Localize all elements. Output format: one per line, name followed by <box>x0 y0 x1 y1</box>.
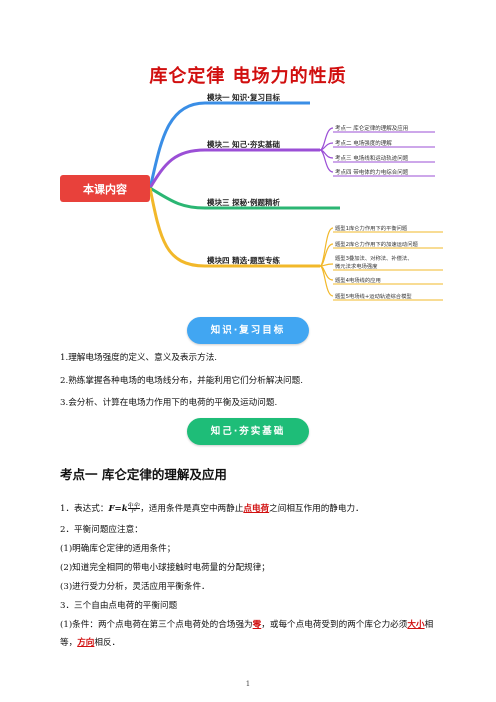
mindmap-type-3a: 题型3叠加法、对称法、补偿法、 <box>335 254 413 262</box>
mindmap-module-4: 模块四 精选·题型专练 <box>207 255 280 265</box>
section-pill-foundation: 知己·夯实基础 <box>187 418 309 445</box>
mindmap-type-1: 题型1库仑力作用下的平衡问题 <box>335 224 408 232</box>
mindmap-center-box <box>60 175 150 202</box>
mindmap-point-1: 考点一 库仑定律的理解及应用 <box>335 124 408 132</box>
body-line-8: 等，方向相反． <box>60 638 121 648</box>
goal-3: 3.会分析、计算在电场力作用下的电荷的平衡及运动问题. <box>60 398 278 408</box>
page-number: 1 <box>245 680 251 688</box>
mindmap-center-label: 本课内容 <box>83 182 127 196</box>
goal-2: 2.熟练掌握各种电场的电场线分布，并能利用它们分析解决问题. <box>60 376 303 386</box>
branch-module4 <box>148 187 320 268</box>
mindmap-point-4: 考点四 带电体的力电综合问题 <box>335 168 409 176</box>
body-line-5: (3)进行受力分析，灵活应用平衡条件． <box>60 582 210 592</box>
mindmap-module-1: 模块一 知识·复习目标 <box>207 92 280 102</box>
section-heading: 考点一 库仑定律的理解及应用 <box>60 467 227 482</box>
body-line-7: (1)条件：两个点电荷在第三个点电荷处的合场强为零，或每个点电荷受到的两个库仑力… <box>60 620 434 630</box>
mindmap-point-2: 考点二 电场强度的理解 <box>335 139 392 147</box>
mindmap-module-3: 模块三 探秘·例题精析 <box>207 197 280 207</box>
mindmap-type-3b: 微元法求电场强度 <box>335 262 378 270</box>
body-line-4: (2)知道完全相同的带电小球接触时电荷量的分配规律； <box>60 563 270 573</box>
body-line-3: (1)明确库仑定律的适用条件； <box>60 544 176 554</box>
mindmap-type-4: 题型4电场线的应用 <box>335 276 381 284</box>
body-line-6: 3．三个自由点电荷的平衡问题 <box>60 601 178 611</box>
branch-module1 <box>148 101 310 189</box>
page-title: 库仑定律 电场力的性质 <box>149 66 347 87</box>
mindmap-point-3: 考点三 电场线和运动轨迹问题 <box>335 154 409 162</box>
goal-1: 1.理解电场强度的定义、意义及表示方法. <box>60 353 218 363</box>
body-line-2: 2．平衡问题应注意： <box>60 525 143 535</box>
mindmap-type-5: 题型5电场线+运动轨迹综合模型 <box>335 292 412 300</box>
mindmap: 本课内容 模块一 知识·复习目标 模块二 知己·夯实基础 模块三 探秘·例题精析… <box>60 92 443 301</box>
branch-module2 <box>148 148 320 189</box>
section-pill-review-goals: 知识·复习目标 <box>187 317 309 344</box>
mindmap-module-2: 模块二 知己·夯实基础 <box>207 139 280 149</box>
branch-module3 <box>149 186 340 210</box>
mindmap-type-2: 题型2库仑力作用下的加速运动问题 <box>335 240 419 248</box>
